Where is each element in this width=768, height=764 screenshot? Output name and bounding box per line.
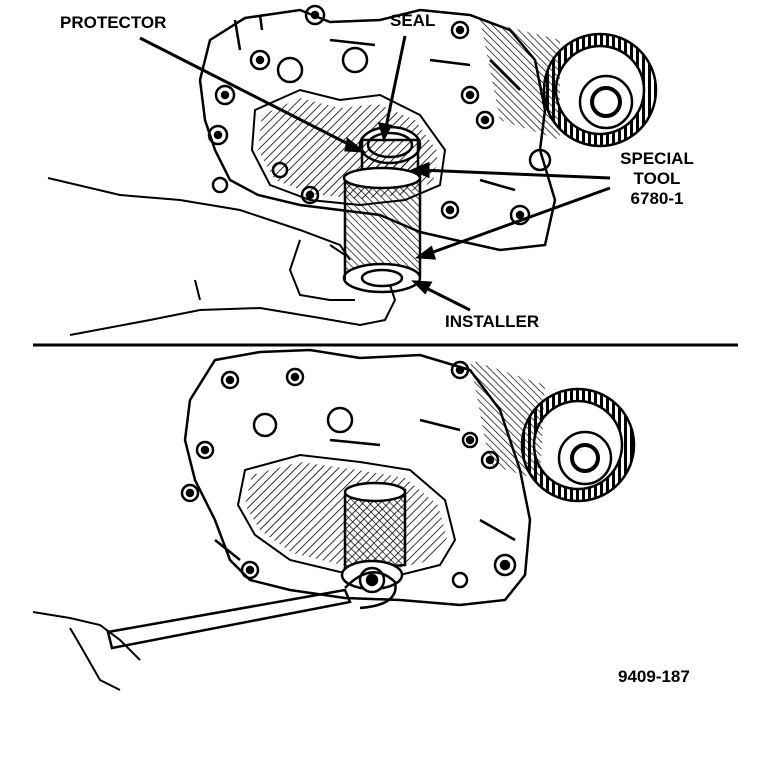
installer-label: INSTALLER (445, 312, 540, 331)
top-special-tool (342, 125, 422, 294)
top-leader-lines (139, 35, 611, 312)
bottom-installer-tool (340, 481, 407, 594)
bottom-hand (32, 611, 141, 691)
top-crank-sprocket (480, 20, 658, 148)
bottom-wrench (106, 571, 397, 650)
special-tool-label-line3: 6780-1 (630, 189, 684, 208)
special-tool-label-line1: SPECIAL (620, 149, 694, 168)
protector-label: PROTECTOR (60, 13, 167, 32)
top-hand (47, 177, 397, 336)
seal-label: SEAL (390, 11, 436, 30)
special-tool-label-line2: TOOL (633, 169, 681, 188)
bottom-crank-sprocket (470, 360, 636, 503)
figure-number-label: 9409-187 (618, 667, 690, 686)
